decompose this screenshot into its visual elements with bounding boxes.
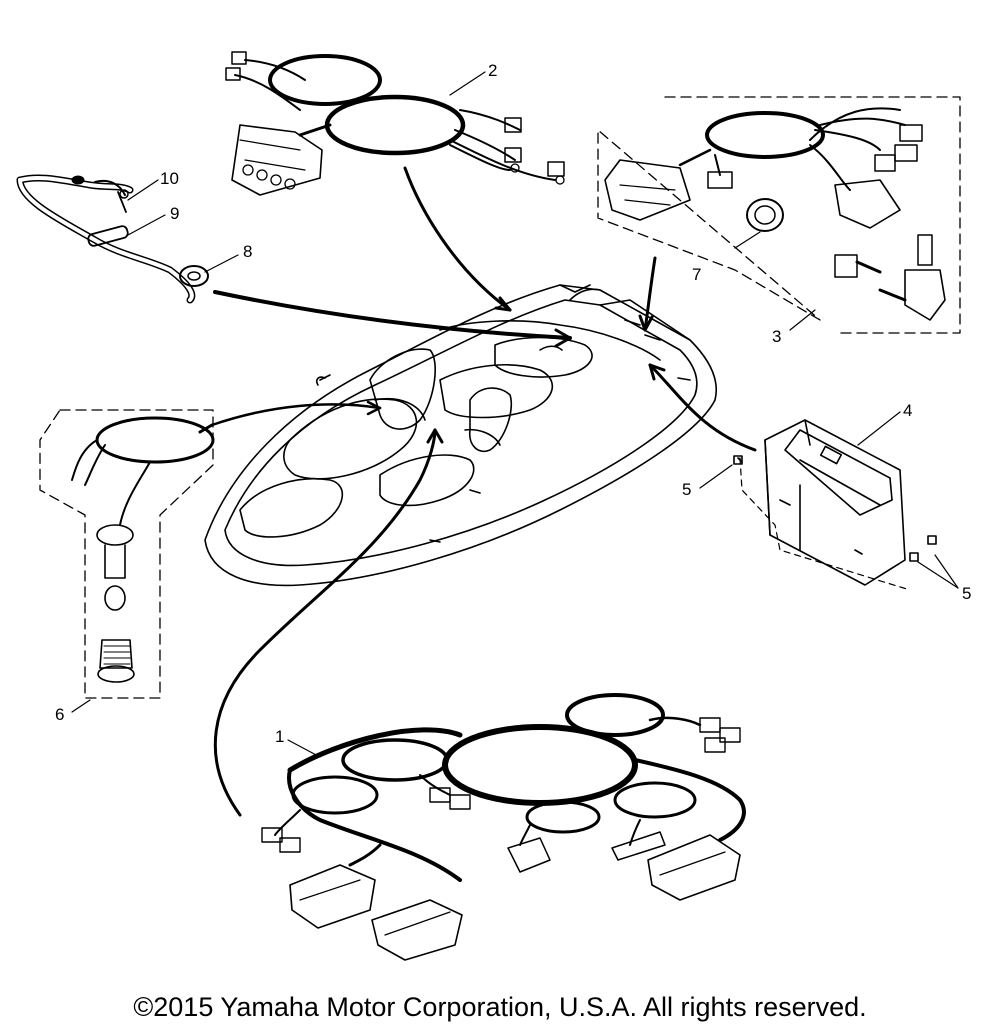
battery-cable xyxy=(16,174,209,304)
routing-arrows xyxy=(210,166,757,817)
callout-4: 4 xyxy=(903,401,913,420)
light-assembly-6 xyxy=(39,409,215,699)
wire-harness-2 xyxy=(225,51,565,196)
callout-8: 8 xyxy=(243,242,253,261)
callout-leaders xyxy=(71,71,959,758)
boat-hull xyxy=(204,284,717,587)
callout-5-right: 5 xyxy=(962,584,972,603)
copyright-notice: ©2015 Yamaha Motor Corporation, U.S.A. A… xyxy=(133,992,867,1022)
callout-1: 1 xyxy=(275,727,285,746)
callout-5-left: 5 xyxy=(682,480,692,499)
callout-10: 10 xyxy=(160,169,179,188)
wire-harness-1 xyxy=(261,693,746,961)
callout-2: 2 xyxy=(488,61,498,80)
battery-box-4 xyxy=(733,419,937,591)
callout-3: 3 xyxy=(772,327,782,346)
callout-7: 7 xyxy=(692,265,702,284)
sender-kit-3 xyxy=(597,96,961,334)
callout-9: 9 xyxy=(170,204,180,223)
parts-diagram xyxy=(16,51,961,961)
callout-6: 6 xyxy=(55,705,65,724)
